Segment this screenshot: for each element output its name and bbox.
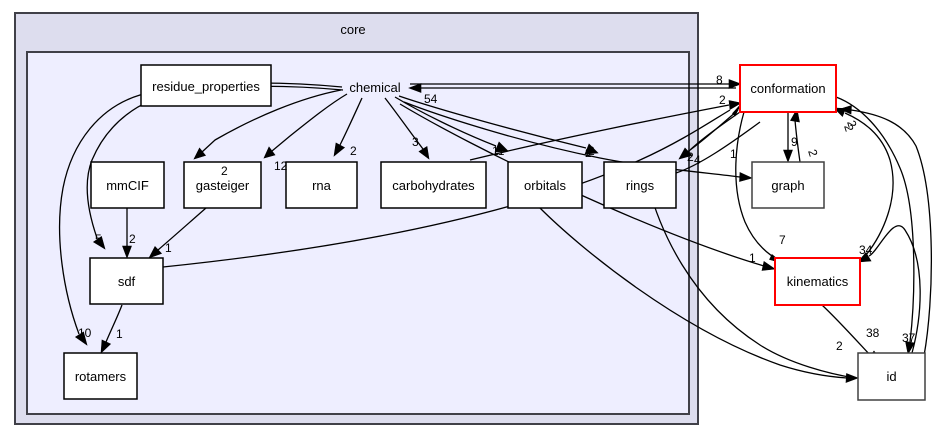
edge-label: 8 — [716, 73, 723, 87]
node-label-gasteiger: gasteiger — [196, 178, 250, 193]
edge-label: 2 — [841, 123, 856, 134]
node-label-conformation: conformation — [750, 81, 825, 96]
node-rna[interactable]: rna — [285, 161, 358, 209]
cluster-core-label: core — [340, 22, 365, 37]
edge-label: 5 — [95, 232, 102, 246]
node-label-graph: graph — [771, 178, 804, 193]
node-label-chemical: chemical — [349, 80, 400, 95]
node-id[interactable]: id — [857, 352, 926, 401]
node-chemical[interactable]: chemical — [349, 80, 400, 95]
node-mmCIF[interactable]: mmCIF — [90, 161, 165, 209]
edge-label: 2 — [585, 146, 592, 160]
edge-label: 9 — [791, 135, 798, 149]
edge-label: 54 — [424, 92, 438, 106]
edges-layer — [58, 79, 933, 383]
node-label-kinematics: kinematics — [787, 274, 849, 289]
edge-label: 12 — [274, 159, 288, 173]
nodes-layer: residue_properties chemical mmCIF gastei… — [63, 64, 926, 401]
node-rotamers[interactable]: rotamers — [63, 352, 138, 400]
edge-label: 2 — [836, 339, 843, 353]
edge-label: 2 — [588, 144, 595, 158]
edge-label: 2 — [719, 93, 726, 107]
edge-label: 2 — [687, 150, 694, 164]
edge-label: 2 — [129, 232, 136, 246]
node-label-orbitals: orbitals — [524, 178, 566, 193]
node-rings[interactable]: rings — [603, 161, 677, 209]
edge-label: 37 — [902, 331, 916, 345]
node-kinematics[interactable]: kinematics — [774, 257, 861, 306]
node-gasteiger[interactable]: gasteiger — [183, 161, 262, 209]
node-label-id: id — [886, 369, 896, 384]
node-graph[interactable]: graph — [751, 161, 825, 209]
edge-label: 7 — [779, 233, 786, 247]
node-conformation[interactable]: conformation — [739, 64, 837, 113]
node-label-rotamers: rotamers — [75, 369, 127, 384]
node-label-rings: rings — [626, 178, 655, 193]
node-label-carbohydrates: carbohydrates — [392, 178, 475, 193]
edge-label: 34 — [859, 243, 873, 257]
node-label-sdf: sdf — [118, 274, 136, 289]
edge-labels-layer: 2 12 2 3 11 2 5 10 8 1 1 54 9 7 2 1 1 2 … — [78, 73, 916, 353]
edge-label: 11 — [492, 144, 505, 158]
edge-label: 1 — [730, 147, 737, 161]
edge-label: 10 — [78, 326, 92, 340]
node-carbohydrates[interactable]: carbohydrates — [380, 161, 487, 209]
edge-label: 1 — [165, 241, 172, 255]
edge-label: 1 — [116, 327, 123, 341]
node-label-mmCIF: mmCIF — [106, 178, 149, 193]
edge-label: 2 — [805, 148, 820, 159]
edge-label: 2 — [221, 164, 228, 178]
edge-label: 3 — [412, 135, 419, 149]
edge-label: 38 — [866, 326, 880, 340]
node-label-rna: rna — [312, 178, 332, 193]
edge-label: 2 — [350, 144, 357, 158]
node-orbitals[interactable]: orbitals — [507, 161, 583, 209]
edge-label: 2 — [844, 119, 859, 130]
node-residue_properties[interactable]: residue_properties — [140, 64, 272, 107]
edge-label: 4 — [694, 153, 701, 167]
node-label-residue_properties: residue_properties — [152, 79, 260, 94]
node-sdf[interactable]: sdf — [89, 257, 164, 305]
edge-label: 1 — [749, 251, 756, 265]
